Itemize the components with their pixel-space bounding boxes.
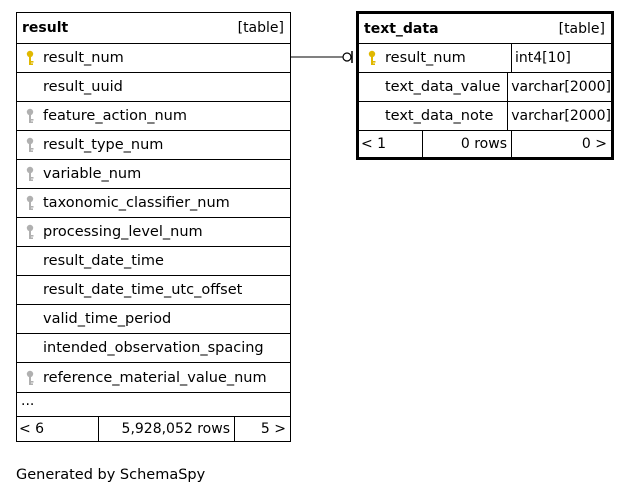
result-parents-link[interactable]: < 6	[17, 417, 99, 441]
foreign-key-icon	[17, 370, 43, 386]
foreign-key-icon	[17, 195, 43, 211]
foreign-key-icon	[17, 108, 43, 124]
column-row[interactable]: valid_time_period	[17, 305, 290, 334]
text-data-table-footer: < 1 0 rows 0 >	[359, 131, 611, 157]
primary-key-icon	[359, 50, 385, 66]
column-row[interactable]: processing_level_num	[17, 218, 290, 247]
result-more-columns: ...	[17, 393, 290, 417]
result-table-footer: < 6 5,928,052 rows 5 >	[17, 417, 290, 441]
column-row[interactable]: taxonomic_classifier_num	[17, 189, 290, 218]
column-name[interactable]: variable_num	[43, 166, 142, 182]
primary-key-icon	[17, 50, 43, 66]
column-name[interactable]: intended_observation_spacing	[43, 340, 264, 356]
column-type: int4[10]	[515, 50, 571, 66]
column-row[interactable]: result_type_num	[17, 131, 290, 160]
column-type: varchar[2000]	[511, 108, 611, 124]
result-table-kind: [table]	[237, 20, 284, 36]
column-row[interactable]: intended_observation_spacing	[17, 334, 290, 363]
column-name[interactable]: reference_material_value_num	[43, 369, 267, 386]
column-name[interactable]: feature_action_num	[43, 108, 187, 124]
result-children-link[interactable]: 5 >	[260, 421, 286, 437]
column-name[interactable]: result_type_num	[43, 137, 164, 153]
column-name[interactable]: processing_level_num	[43, 224, 203, 240]
text-data-parents-link[interactable]: < 1	[359, 131, 423, 157]
column-name[interactable]: valid_time_period	[43, 311, 172, 327]
text-data-row-count: 0 rows	[423, 131, 512, 157]
column-row[interactable]: result_uuid	[17, 73, 290, 102]
generated-by-label: Generated by SchemaSpy	[16, 467, 206, 483]
column-row[interactable]: text_data_value varchar[2000]	[359, 73, 611, 102]
foreign-key-icon	[17, 137, 43, 153]
text-data-table-name[interactable]: text_data	[364, 20, 439, 37]
column-name[interactable]: result_num	[43, 50, 124, 66]
column-row[interactable]: feature_action_num	[17, 102, 290, 131]
column-row[interactable]: result_num int4[10]	[359, 44, 611, 73]
text-data-table-header[interactable]: text_data [table]	[359, 14, 611, 44]
column-row[interactable]: reference_material_value_num	[17, 363, 290, 393]
column-row[interactable]: result_date_time_utc_offset	[17, 276, 290, 305]
result-table-header[interactable]: result [table]	[17, 13, 290, 44]
column-name[interactable]: result_date_time	[43, 253, 164, 269]
column-name[interactable]: result_uuid	[43, 79, 123, 95]
foreign-key-icon	[17, 224, 43, 240]
column-name[interactable]: taxonomic_classifier_num	[43, 195, 230, 211]
column-row[interactable]: result_date_time	[17, 247, 290, 276]
text-data-children-link[interactable]: 0 >	[581, 136, 607, 152]
column-name[interactable]: result_date_time_utc_offset	[43, 282, 243, 298]
result-row-count: 5,928,052 rows	[99, 417, 235, 441]
column-row[interactable]: variable_num	[17, 160, 290, 189]
column-row[interactable]: result_num	[17, 44, 290, 73]
column-type: varchar[2000]	[511, 79, 611, 95]
column-name[interactable]: text_data_note	[385, 108, 494, 124]
column-name[interactable]: text_data_value	[385, 79, 501, 95]
result-table-name[interactable]: result	[22, 20, 69, 36]
text-data-table-kind: [table]	[558, 20, 605, 37]
column-row[interactable]: text_data_note varchar[2000]	[359, 102, 611, 131]
column-name[interactable]: result_num	[385, 50, 466, 66]
foreign-key-icon	[17, 166, 43, 182]
text-data-table[interactable]: text_data [table] result_num int4[10] text…	[356, 11, 614, 160]
